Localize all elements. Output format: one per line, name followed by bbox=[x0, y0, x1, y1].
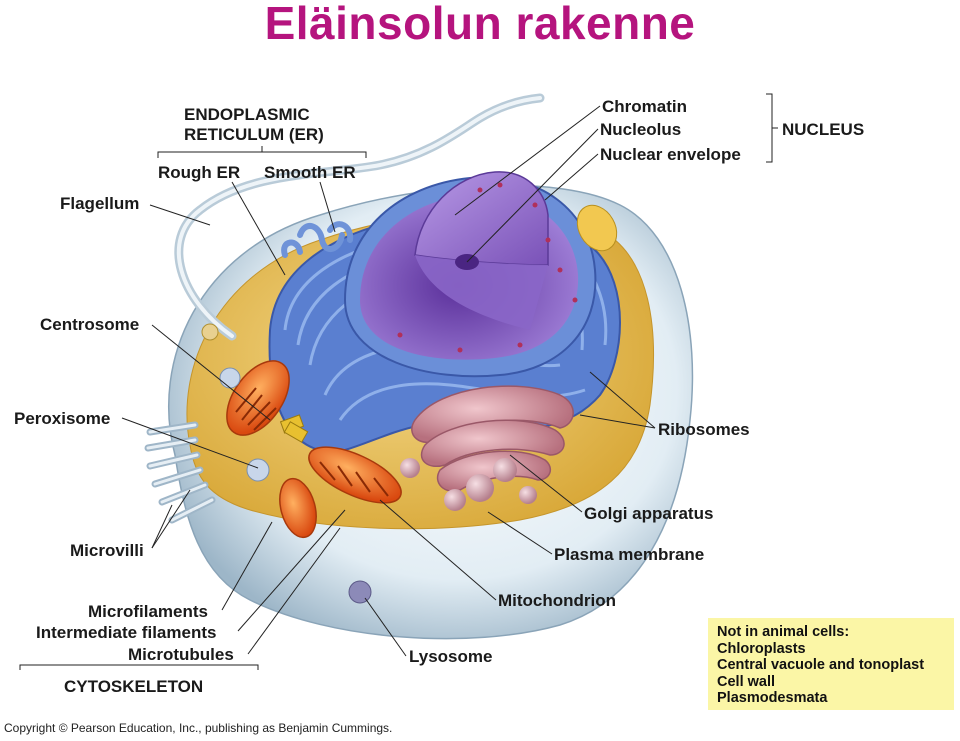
not-in-animal-cells-box: Not in animal cells: Chloroplasts Centra… bbox=[708, 618, 954, 710]
note-item: Cell wall bbox=[717, 673, 776, 690]
page-title: Eläinsolun rakenne bbox=[264, 0, 696, 49]
label-microtubules: Microtubules bbox=[128, 645, 234, 664]
label-intermediate-filaments: Intermediate filaments bbox=[36, 623, 217, 642]
mitochondrion-shape bbox=[226, 360, 402, 539]
label-er-line1: ENDOPLASMIC bbox=[184, 105, 310, 124]
note-item: Central vacuole and tonoplast bbox=[717, 657, 925, 673]
label-lysosome: Lysosome bbox=[409, 647, 493, 666]
label-flagellum: Flagellum bbox=[60, 194, 140, 213]
label-nuclear-envelope: Nuclear envelope bbox=[600, 145, 741, 164]
peroxisome-shape bbox=[246, 458, 270, 482]
lysosome-shape bbox=[348, 580, 372, 604]
note-item: Plasmodesmata bbox=[717, 690, 828, 706]
label-nucleolus: Nucleolus bbox=[600, 120, 682, 139]
centrosome-shape bbox=[279, 414, 309, 443]
label-ribosomes: Ribosomes bbox=[658, 420, 750, 439]
chromatin-shape bbox=[414, 171, 549, 266]
label-smooth-er: Smooth ER bbox=[264, 163, 356, 182]
label-microvilli: Microvilli bbox=[70, 541, 144, 560]
label-golgi: Golgi apparatus bbox=[584, 504, 714, 523]
label-plasma-membrane: Plasma membrane bbox=[554, 545, 705, 564]
label-rough-er: Rough ER bbox=[158, 163, 241, 182]
label-nucleus: NUCLEUS bbox=[782, 120, 865, 139]
note-item: Chloroplasts bbox=[717, 640, 806, 657]
label-chromatin: Chromatin bbox=[602, 97, 687, 116]
label-cytoskeleton: CYTOSKELETON bbox=[64, 677, 204, 696]
copyright-text: Copyright © Pearson Education, Inc., pub… bbox=[4, 721, 393, 735]
note-heading: Not in animal cells: bbox=[717, 624, 850, 640]
golgi-shape bbox=[400, 385, 574, 511]
smooth-er-shape bbox=[281, 221, 354, 258]
label-er-line2: RETICULUM (ER) bbox=[184, 125, 324, 144]
label-peroxisome: Peroxisome bbox=[14, 409, 111, 428]
label-centrosome: Centrosome bbox=[40, 315, 140, 334]
label-mitochondrion: Mitochondrion bbox=[498, 591, 617, 610]
label-microfilaments: Microfilaments bbox=[88, 602, 208, 621]
